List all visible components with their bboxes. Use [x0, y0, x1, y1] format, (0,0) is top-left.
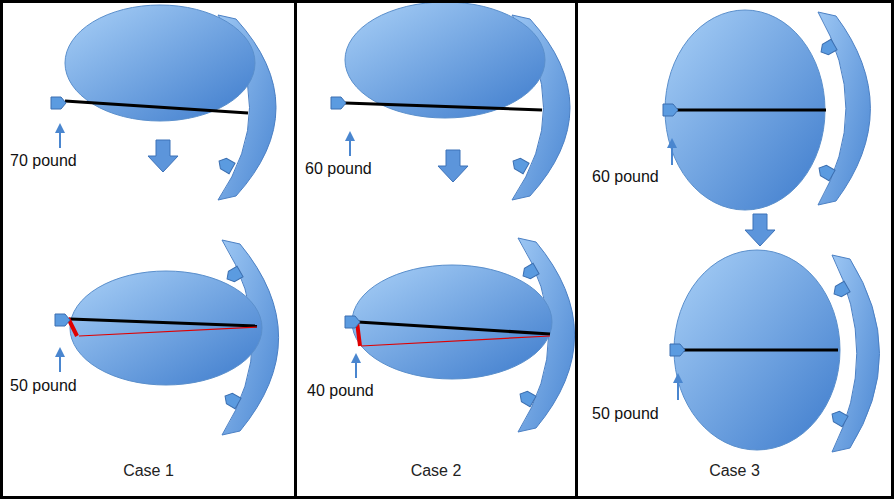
force-arrow — [59, 352, 61, 372]
valve-disc — [352, 265, 552, 379]
case-panel: Case 1 — [0, 0, 297, 499]
force-label: 60 pound — [592, 168, 659, 186]
bracket-tab — [510, 156, 529, 174]
shifted-line — [361, 336, 550, 346]
force-arrow — [355, 358, 357, 378]
valve-disc — [665, 10, 825, 210]
case-panel: Case 2 — [294, 0, 578, 499]
lever-line — [683, 349, 838, 352]
bracket-tab — [818, 39, 837, 57]
transition-arrow — [438, 150, 468, 182]
force-arrow — [59, 128, 61, 148]
case-label: Case 2 — [411, 462, 462, 480]
pointer-tab — [670, 344, 685, 356]
force-arrow — [349, 136, 351, 156]
lever-line — [358, 322, 550, 334]
valve-figure — [51, 5, 276, 200]
bracket-tab — [517, 389, 536, 407]
force-arrow — [671, 143, 673, 165]
bracket-tab — [222, 391, 241, 409]
valve-disc — [674, 250, 840, 450]
valve-figure — [670, 250, 880, 452]
force-arrow — [677, 378, 679, 400]
valve-figure — [345, 238, 575, 432]
valve-disc — [345, 2, 545, 118]
shifted-line — [79, 327, 257, 336]
bracket-tab — [520, 263, 539, 281]
bracket-tab — [816, 163, 835, 181]
lever-line — [345, 103, 542, 110]
lever-line — [70, 319, 257, 326]
bracket-tab — [831, 281, 850, 299]
bracket-tab — [224, 266, 243, 284]
force-label: 70 pound — [10, 152, 77, 170]
case-panel: Case 3 — [575, 0, 894, 499]
force-label: 40 pound — [307, 382, 374, 400]
pointer-tab — [345, 316, 360, 328]
bracket-tab — [829, 409, 848, 427]
valve-figure — [55, 240, 279, 435]
pointer-tab — [55, 314, 70, 326]
pointer-tab — [663, 104, 678, 116]
case-label: Case 3 — [709, 462, 760, 480]
valve-disc — [65, 5, 255, 121]
force-label: 60 pound — [305, 160, 372, 178]
valve-disc — [70, 271, 262, 385]
force-label: 50 pound — [10, 377, 77, 395]
transition-arrow — [148, 140, 178, 172]
transition-arrow — [745, 214, 775, 246]
lever-line — [677, 109, 826, 112]
force-label: 50 pound — [592, 405, 659, 423]
pointer-tab — [331, 97, 346, 109]
valve-figure — [663, 10, 870, 210]
pointer-tab — [51, 97, 66, 109]
bracket-tab — [216, 156, 235, 174]
lever-line — [65, 101, 248, 113]
case-label: Case 1 — [123, 462, 174, 480]
